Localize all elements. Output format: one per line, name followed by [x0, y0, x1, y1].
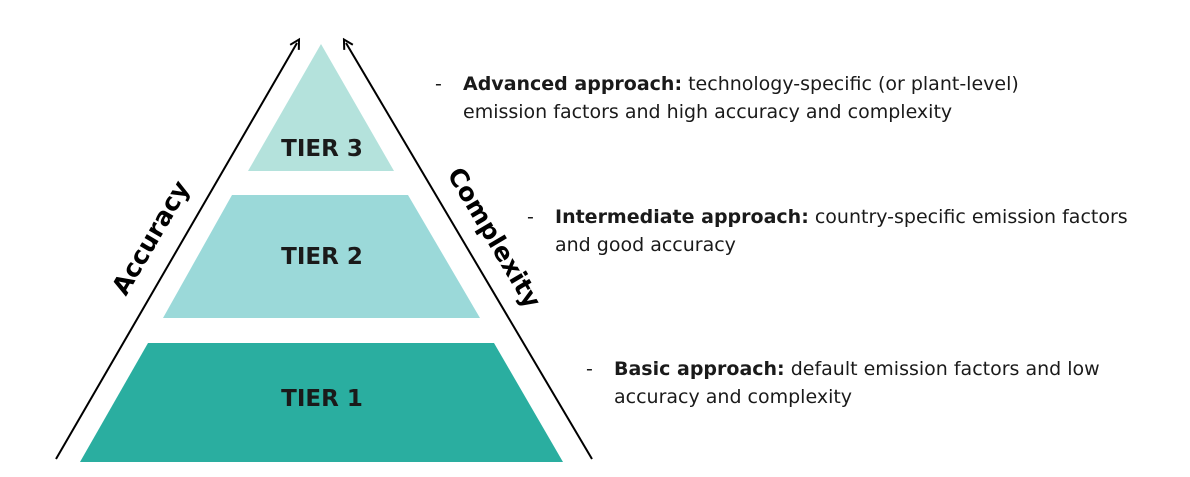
tier-2-label: TIER 2 [281, 244, 363, 270]
bullet-dash: - [435, 73, 442, 95]
approach-title: Intermediate approach: [555, 206, 809, 228]
tier-2-segment [163, 195, 480, 318]
bullet-dash: - [586, 358, 593, 380]
approach-text-continued: accuracy and complexity [614, 386, 853, 408]
accuracy-arrow [55, 43, 297, 460]
tier-3-label: TIER 3 [281, 136, 363, 162]
accuracy-label: Accuracy [106, 176, 195, 300]
approach-title: Basic approach: [614, 358, 785, 380]
complexity-arrow [346, 43, 593, 460]
approach-text: country-specific emission factors [808, 206, 1128, 228]
approach-text: technology-specific (or plant-level) [682, 73, 1019, 95]
approach-title: Advanced approach: [463, 73, 683, 95]
approach-text-continued: and good accuracy [555, 234, 736, 256]
tier-3-segment [248, 44, 394, 171]
tier-1-segment [80, 343, 563, 462]
tier-1-label: TIER 1 [281, 386, 363, 412]
approach-text-continued: emission factors and high accuracy and c… [463, 101, 953, 123]
approach-text: default emission factors and low [784, 358, 1100, 380]
bullet-dash: - [527, 206, 534, 228]
